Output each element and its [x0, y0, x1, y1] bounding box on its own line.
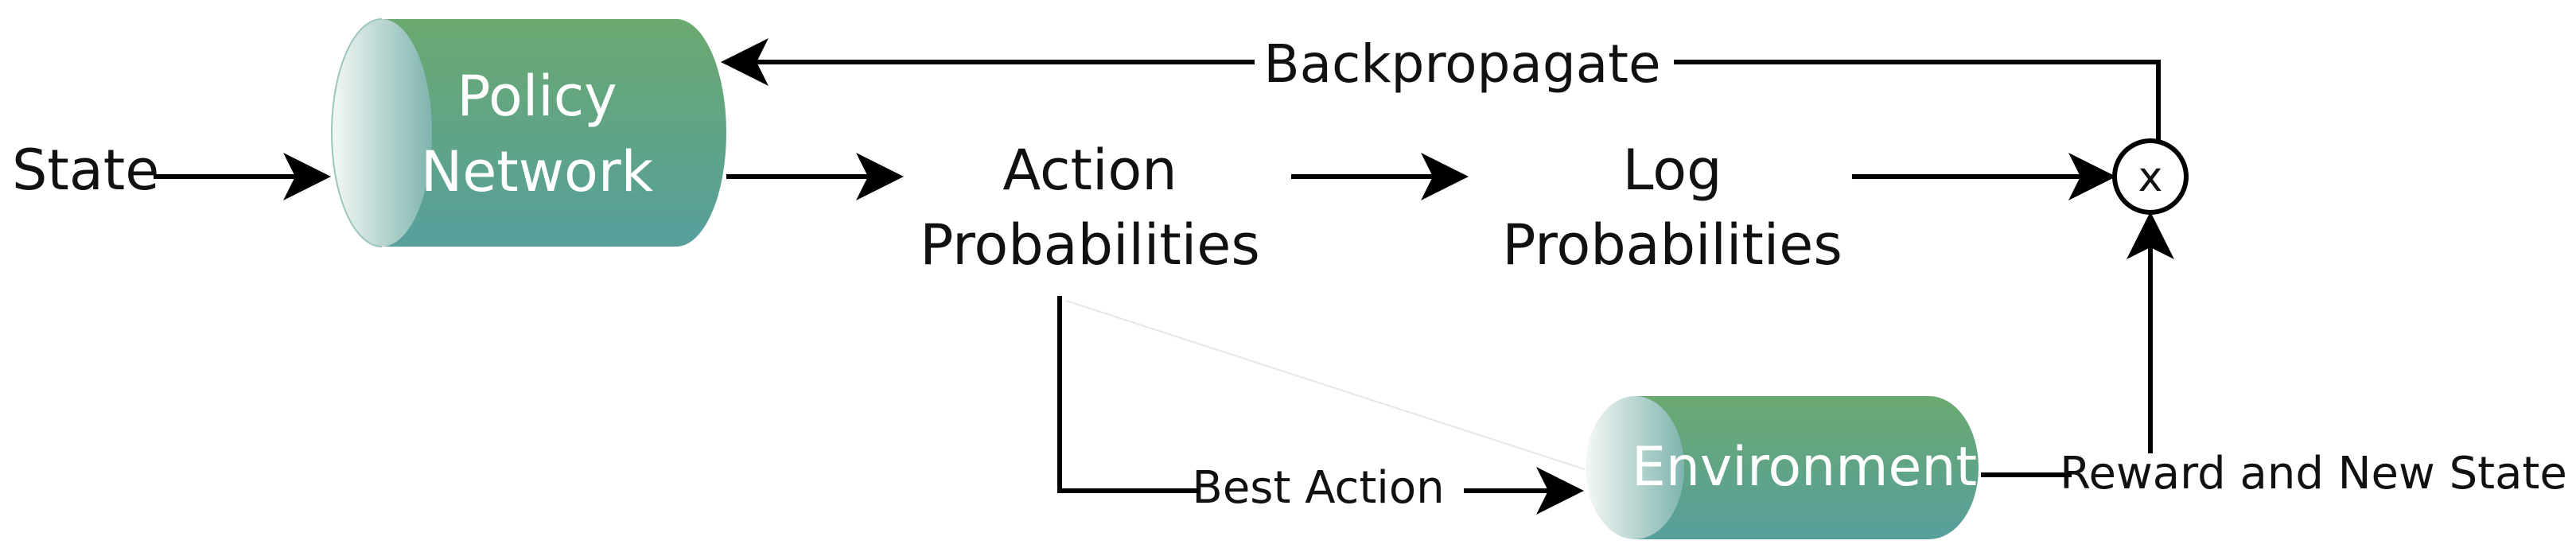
- policy-network-cap: [332, 19, 432, 247]
- action-probabilities-label-line1: Action: [1002, 138, 1177, 203]
- environment-cap: [1586, 396, 1684, 539]
- environment-body: [1635, 396, 1979, 539]
- best-action-label: Best Action: [1192, 462, 1444, 514]
- environment-label: Environment: [1632, 436, 1977, 499]
- environment-node: Environment: [1586, 396, 1979, 539]
- policy-network-label-line2: Network: [421, 139, 654, 204]
- reward-and-new-state-label: Reward and New State: [2060, 448, 2567, 500]
- connectors: [154, 38, 2174, 515]
- backpropagate-label: Backpropagate: [1263, 33, 1660, 95]
- backpropagate-arrow: [1674, 60, 2161, 141]
- policy-network-body: [382, 19, 726, 247]
- multiply-symbol: x: [2138, 154, 2163, 201]
- policy-network-node: Policy Network: [331, 18, 726, 247]
- action-probabilities-label-line2: Probabilities: [920, 212, 1260, 278]
- multiply-node: x: [2112, 138, 2189, 215]
- log-probabilities-label-line1: Log: [1622, 138, 1722, 203]
- faint-guide-line: [1065, 300, 1586, 470]
- state-label: State: [12, 138, 159, 203]
- policy-network-label-line1: Policy: [457, 64, 617, 129]
- policy-network-cap-edge: [331, 18, 383, 247]
- best-action-connector: [1057, 296, 1200, 493]
- log-probabilities-label-line2: Probabilities: [1502, 212, 1843, 278]
